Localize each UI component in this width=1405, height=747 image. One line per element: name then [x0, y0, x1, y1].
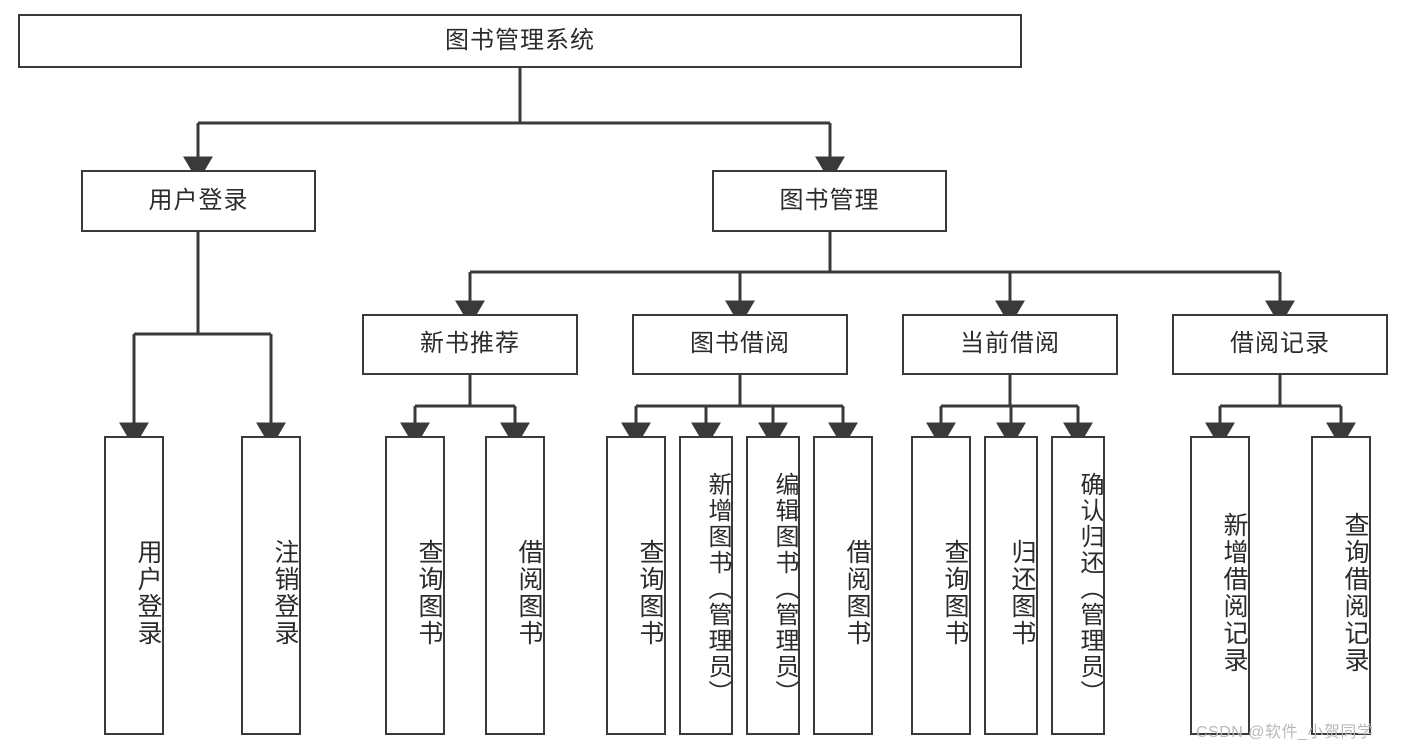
node-root-label: 图书管理系统 — [445, 26, 595, 54]
node-leaf-query-book-2-label: 查询图书 — [636, 538, 664, 647]
node-leaf-add-book-admin[interactable]: 新增图书（管理员） — [679, 436, 733, 735]
node-leaf-user-logout-label: 注销登录 — [271, 538, 299, 647]
node-leaf-query-book-2[interactable]: 查询图书 — [606, 436, 666, 735]
node-new-book-recommend-label: 新书推荐 — [420, 330, 520, 358]
edge-group-book-borrow — [621, 375, 858, 448]
node-book-borrow[interactable]: 图书借阅 — [632, 314, 848, 375]
node-book-manage[interactable]: 图书管理 — [712, 170, 947, 232]
node-current-borrow-label: 当前借阅 — [960, 330, 1060, 358]
node-leaf-query-borrow-record-label: 查询借阅记录 — [1341, 511, 1369, 674]
node-book-borrow-label: 图书借阅 — [690, 330, 790, 358]
node-leaf-user-login[interactable]: 用户登录 — [104, 436, 164, 735]
edge-group-current-borrow — [926, 375, 1093, 448]
edge-group-borrow-record — [1205, 375, 1356, 448]
node-leaf-user-login-label: 用户登录 — [134, 538, 162, 647]
node-user-login[interactable]: 用户登录 — [81, 170, 316, 232]
node-leaf-add-book-admin-label: 新增图书（管理员） — [704, 471, 731, 706]
node-root[interactable]: 图书管理系统 — [18, 14, 1022, 68]
node-book-manage-label: 图书管理 — [779, 186, 880, 214]
node-current-borrow[interactable]: 当前借阅 — [902, 314, 1118, 375]
node-user-login-label: 用户登录 — [148, 186, 249, 214]
node-leaf-borrow-book-1-label: 借阅图书 — [515, 538, 543, 647]
node-leaf-add-borrow-record-label: 新增借阅记录 — [1220, 511, 1248, 674]
node-leaf-borrow-book-1[interactable]: 借阅图书 — [485, 436, 545, 735]
node-leaf-borrow-book-2-label: 借阅图书 — [843, 538, 871, 647]
csdn-watermark: CSDN @软件_小贺同学 — [1196, 724, 1374, 741]
node-leaf-user-logout[interactable]: 注销登录 — [241, 436, 301, 735]
node-leaf-edit-book-admin[interactable]: 编辑图书（管理员） — [746, 436, 800, 735]
node-borrow-record-label: 借阅记录 — [1230, 330, 1330, 358]
node-leaf-confirm-return-admin[interactable]: 确认归还（管理员） — [1051, 436, 1105, 735]
edge-group-root — [183, 68, 845, 182]
node-leaf-return-book-label: 归还图书 — [1008, 538, 1036, 647]
edge-group-book-manage — [455, 232, 1295, 326]
node-leaf-edit-book-admin-label: 编辑图书（管理员） — [771, 471, 798, 706]
node-new-book-recommend[interactable]: 新书推荐 — [362, 314, 578, 375]
node-leaf-query-book-3[interactable]: 查询图书 — [911, 436, 971, 735]
node-leaf-confirm-return-admin-label: 确认归还（管理员） — [1076, 471, 1103, 706]
node-leaf-query-book-1-label: 查询图书 — [415, 538, 443, 647]
node-leaf-return-book[interactable]: 归还图书 — [984, 436, 1038, 735]
edge-group-new-book-recommend — [400, 375, 530, 448]
node-leaf-add-borrow-record[interactable]: 新增借阅记录 — [1190, 436, 1250, 735]
node-leaf-borrow-book-2[interactable]: 借阅图书 — [813, 436, 873, 735]
node-leaf-query-book-1[interactable]: 查询图书 — [385, 436, 445, 735]
node-borrow-record[interactable]: 借阅记录 — [1172, 314, 1388, 375]
edge-group-user-login — [119, 232, 286, 448]
node-leaf-query-book-3-label: 查询图书 — [941, 538, 969, 647]
node-leaf-query-borrow-record[interactable]: 查询借阅记录 — [1311, 436, 1371, 735]
